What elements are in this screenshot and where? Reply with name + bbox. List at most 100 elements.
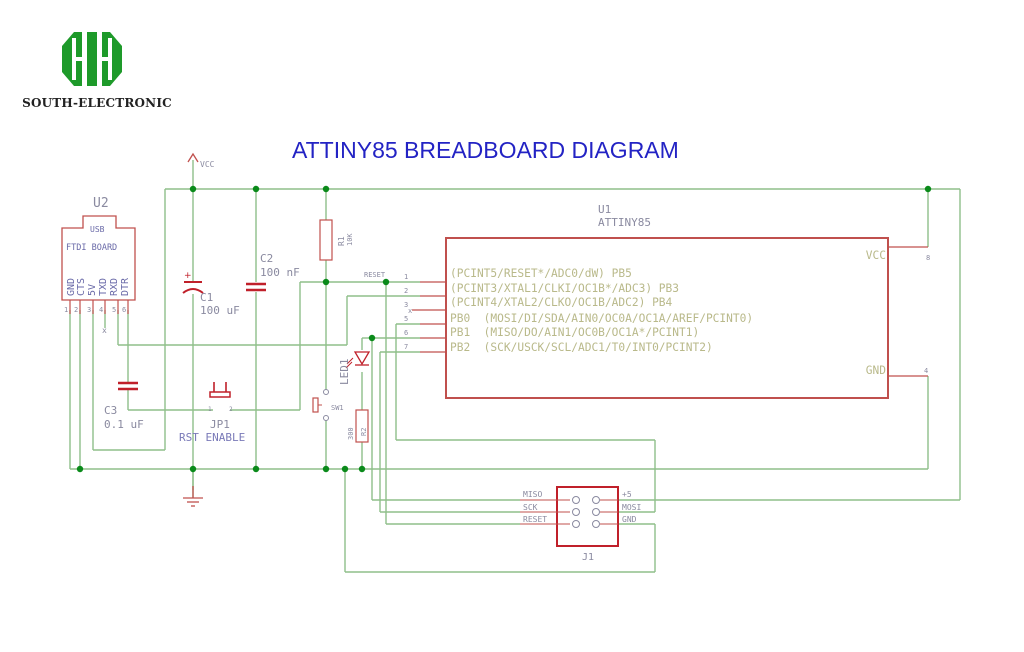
c1-value: 100 uF (200, 304, 240, 317)
junction (322, 278, 330, 286)
r2-value: 300 (347, 427, 355, 440)
junction (252, 465, 260, 473)
j1-left-label: SCK (523, 503, 538, 512)
vcc-arrow-icon (187, 152, 199, 163)
c2-ref: C2 (260, 252, 273, 265)
u2-ftdi-board: U2 USB FTDI BOARD GND CTS 5V TXD RXD DTR… (61, 196, 136, 335)
no-connect-mark: x (102, 326, 107, 335)
j1-left-label: MISO (523, 490, 542, 499)
j1-pin (572, 496, 580, 504)
junction (322, 465, 330, 473)
svg-text:+: + (184, 271, 192, 281)
u2-pin-number: 5 (112, 306, 116, 314)
brand-logo: SOUTH-ELECTRONIC (22, 30, 172, 120)
u1-pin-number: 7 (404, 343, 408, 351)
ground-symbol-icon (183, 486, 203, 507)
led1: LED1 (338, 351, 371, 386)
u2-pin-number: 6 (122, 306, 126, 314)
r2-resistor: 300 R2 (347, 409, 369, 443)
c2-capacitor: C2 100 nF (246, 252, 300, 292)
reset-net-label: RESET (364, 271, 386, 279)
u2-pin-label: TXD (98, 278, 109, 296)
r1-value: 10K (346, 233, 354, 246)
j1-pin (592, 508, 600, 516)
junction (322, 185, 330, 193)
c3-value: 0.1 uF (104, 418, 144, 431)
u2-pin-label: CTS (76, 278, 87, 296)
brand-name: SOUTH-ELECTRONIC (22, 96, 172, 110)
junction (382, 278, 390, 286)
j1-pin (592, 520, 600, 528)
u1-pin-number: 3 (404, 301, 408, 309)
j1-right-label: MOSI (622, 503, 641, 512)
junction (252, 185, 260, 193)
c3-ref: C3 (104, 404, 117, 417)
jp1-ref: JP1 (210, 418, 230, 431)
junctions (76, 185, 932, 473)
j1-pin (592, 496, 600, 504)
u1-pin-label: (PCINT5/RESET*/ADC0/dW) PB5 (450, 267, 632, 280)
u2-pin-label: DTR (120, 277, 131, 296)
sw1-ref: SW1 (331, 404, 344, 412)
u2-name: FTDI BOARD (66, 243, 117, 253)
diagram-title: ATTINY85 BREADBOARD DIAGRAM (292, 137, 679, 163)
j1-left-label: RESET (523, 515, 547, 524)
u2-pin-number: 3 (87, 306, 91, 314)
u1-pin-number: 4 (924, 367, 928, 375)
no-connect-mark: x (408, 307, 412, 315)
j1-right-label: GND (622, 515, 637, 524)
u1-pin-label: (PCINT3/XTAL1/CLKI/OC1B*/ADC3) PB3 (450, 282, 679, 295)
vcc-label: VCC (200, 160, 215, 169)
r2-ref: R2 (360, 428, 368, 436)
u1-pin-label: (PCINT4/XTAL2/CLKO/OC1B/ADC2) PB4 (450, 296, 673, 309)
led1-ref: LED1 (338, 359, 351, 386)
u1-pin-number: 5 (404, 315, 408, 323)
svg-text:2: 2 (229, 406, 233, 413)
u1-pin-number: 1 (404, 273, 408, 281)
u2-ref: U2 (93, 196, 109, 211)
u2-pin-label: GND (66, 278, 77, 296)
u1-name: ATTINY85 (598, 216, 651, 229)
c2-value: 100 nF (260, 266, 300, 279)
c1-capacitor: + C1 100 uF (182, 271, 240, 317)
u1-pin-number: 2 (404, 287, 408, 295)
junction (189, 185, 197, 193)
j1-pin (572, 520, 580, 528)
south-electronic-logo-icon (62, 30, 122, 88)
jp1-desc: RST ENABLE (179, 431, 245, 444)
u1-pin-label: PB1 (MISO/DO/AIN1/OC0B/OC1A*/PCINT1) (450, 326, 699, 339)
junction (358, 465, 366, 473)
j1-pin (572, 508, 580, 516)
u2-pin-number: 1 (64, 306, 68, 314)
u1-ref: U1 (598, 203, 611, 216)
u1-pin-number: 6 (404, 329, 408, 337)
r1-ref: R1 (337, 236, 346, 246)
j1-isp-header: MISO SCK RESET +5 MOSI GND J1 (520, 486, 641, 563)
sw1-switch: SW1 (312, 389, 344, 421)
junction (189, 465, 197, 473)
j1-right-label: +5 (622, 490, 632, 499)
u2-pin-label: 5V (87, 284, 98, 296)
u2-usb-label: USB (90, 225, 105, 234)
c3-capacitor: C3 0.1 uF (104, 381, 144, 431)
wires (69, 160, 961, 573)
u2-pin-number: 2 (74, 306, 78, 314)
u1-attiny85: U1 ATTINY85 x 1 2 3 5 6 7 8 4 (PCINT5/RE… (404, 203, 930, 399)
u2-pin-number: 4 (99, 306, 103, 314)
svg-text:1: 1 (208, 406, 212, 413)
jp1-jumper: 1 2 JP1 RST ENABLE (179, 382, 245, 444)
junction (341, 465, 349, 473)
r1-resistor: R1 10K (319, 219, 354, 261)
u1-pin-label: VCC (866, 249, 886, 262)
u1-pin-label: PB0 (MOSI/DI/SDA/AIN0/OC0A/OC1A/AREF/PCI… (450, 312, 753, 325)
u1-pin-label: GND (866, 364, 886, 377)
junction (76, 465, 84, 473)
u2-pin-label: RXD (109, 278, 120, 296)
u1-pin-number: 8 (926, 254, 930, 262)
u1-pin-label: PB2 (SCK/USCK/SCL/ADC1/T0/INT0/PCINT2) (450, 341, 713, 354)
vcc-symbol: VCC (187, 152, 215, 169)
junction (368, 334, 376, 342)
junction (924, 185, 932, 193)
c1-ref: C1 (200, 291, 213, 304)
